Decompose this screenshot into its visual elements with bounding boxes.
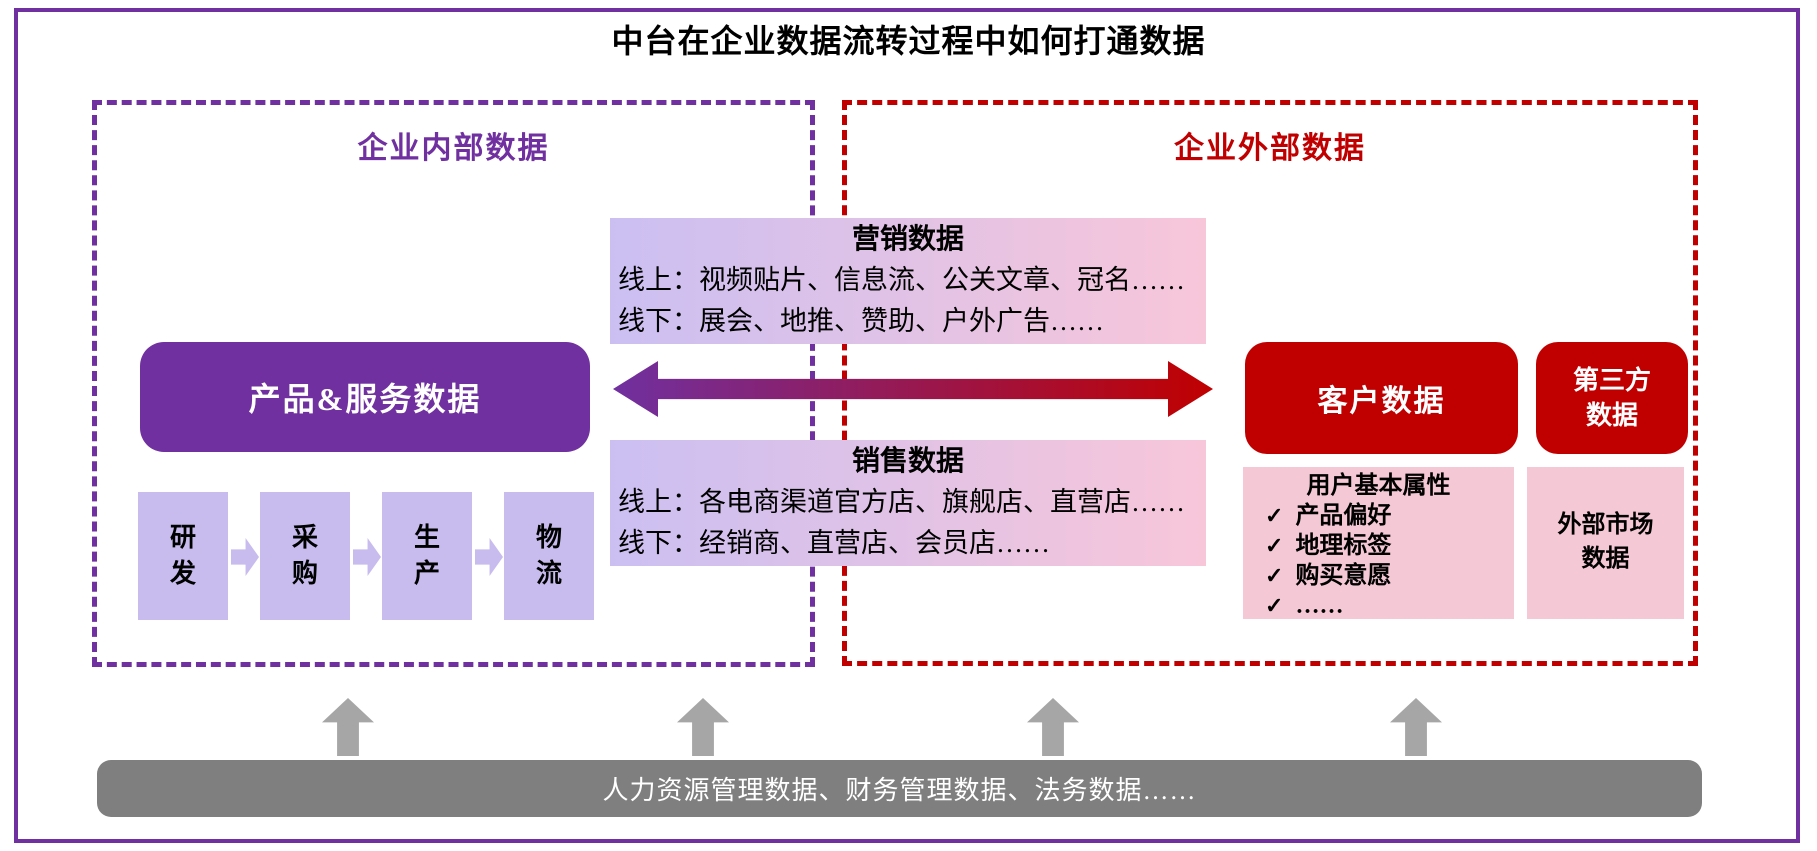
sales-offline-line: 线下：经销商、直营店、会员店…… (618, 528, 1050, 558)
process-step-procurement: 采购 (260, 492, 350, 620)
user-attributes-heading: 用户基本属性 (1306, 473, 1451, 499)
list-item: ✓ …… (1243, 591, 1514, 621)
sales-online-line: 线上：各电商渠道官方店、旗舰店、直营店…… (618, 487, 1185, 517)
product-service-data-label: 产品&服务数据 (248, 381, 482, 417)
process-step-logistics: 物流 (504, 492, 594, 620)
marketing-data-title: 营销数据 (851, 224, 964, 255)
marketing-data-box: 营销数据 线上：视频贴片、信息流、公关文章、冠名…… 线下：展会、地推、赞助、户… (610, 218, 1206, 344)
outer-border (14, 8, 1800, 843)
list-item: ✓ 产品偏好 (1243, 501, 1514, 531)
internal-data-zone-label: 企业内部数据 (357, 132, 550, 165)
attr-label: …… (1295, 593, 1344, 619)
third-party-data-box: 第三方数据 (1536, 342, 1688, 454)
check-icon: ✓ (1265, 593, 1284, 618)
process-step-rd-label: 研发 (169, 522, 196, 588)
external-market-data-label: 外部市场数据 (1557, 512, 1654, 572)
check-icon: ✓ (1265, 533, 1284, 558)
support-data-bar: 人力资源管理数据、财务管理数据、法务数据…… (97, 760, 1702, 817)
page-title: 中台在企业数据流转过程中如何打通数据 (611, 23, 1206, 59)
customer-data-label: 客户数据 (1317, 385, 1446, 418)
third-party-data-label: 第三方数据 (1572, 365, 1651, 430)
process-step-production-label: 生产 (413, 522, 440, 588)
external-data-zone-label: 企业外部数据 (1174, 132, 1366, 165)
marketing-online-line: 线上：视频贴片、信息流、公关文章、冠名…… (618, 265, 1185, 295)
product-service-data-box: 产品&服务数据 (140, 342, 590, 452)
attr-label: 购买意愿 (1295, 563, 1392, 589)
process-step-rd: 研发 (138, 492, 228, 620)
list-item: ✓ 购买意愿 (1243, 561, 1514, 591)
process-step-logistics-label: 物流 (535, 522, 562, 588)
sales-data-title: 销售数据 (851, 446, 964, 477)
process-step-procurement-label: 采购 (291, 522, 318, 588)
attr-label: 产品偏好 (1295, 503, 1392, 529)
attr-label: 地理标签 (1295, 533, 1392, 559)
user-attributes-box: 用户基本属性 ✓ 产品偏好 ✓ 地理标签 ✓ 购买意愿 ✓ …… (1243, 467, 1514, 619)
sales-data-box: 销售数据 线上：各电商渠道官方店、旗舰店、直营店…… 线下：经销商、直营店、会员… (610, 440, 1206, 566)
marketing-offline-line: 线下：展会、地推、赞助、户外广告…… (618, 306, 1104, 336)
support-data-bar-label: 人力资源管理数据、财务管理数据、法务数据…… (602, 776, 1197, 805)
process-step-production: 生产 (382, 492, 472, 620)
external-market-data-box: 外部市场数据 (1527, 467, 1684, 619)
list-item: ✓ 地理标签 (1243, 531, 1514, 561)
customer-data-box: 客户数据 (1245, 342, 1518, 454)
check-icon: ✓ (1265, 563, 1284, 588)
check-icon: ✓ (1265, 503, 1284, 528)
